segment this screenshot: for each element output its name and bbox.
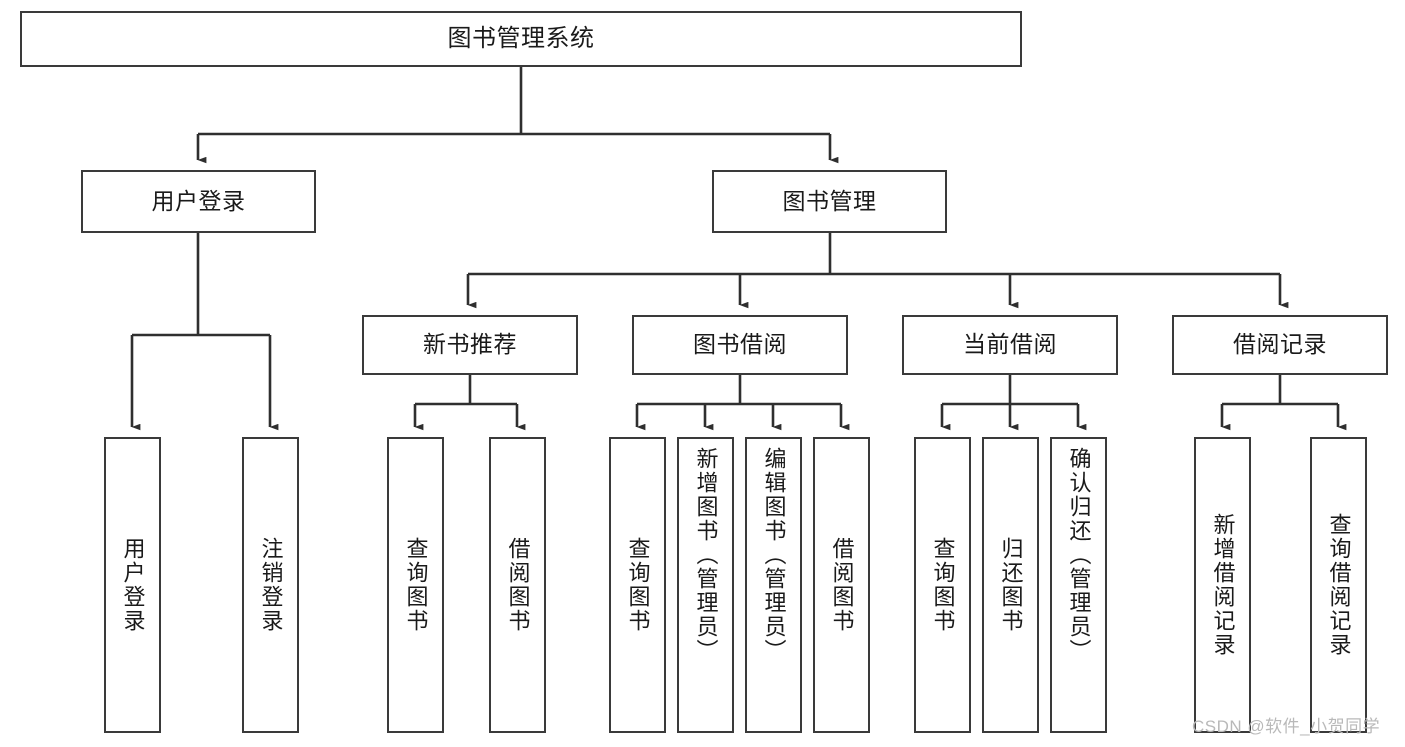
node-label-book-borrow: 图书借阅 (693, 331, 787, 358)
node-book-borrow[interactable]: 图书借阅 (632, 315, 848, 375)
node-new-book-recommend[interactable]: 新书推荐 (362, 315, 578, 375)
node-leaf-borrow-book-1[interactable]: 借阅图书 (489, 437, 546, 733)
node-leaf-add-record[interactable]: 新增借阅记录 (1194, 437, 1251, 733)
node-label-root: 图书管理系统 (447, 24, 595, 52)
node-leaf-borrow-book-2[interactable]: 借阅图书 (813, 437, 870, 733)
node-label-current-borrow: 当前借阅 (963, 331, 1057, 358)
node-label-leaf-add-book: 新增图书（管理员） (693, 447, 719, 663)
watermark-csdn: CSDN @软件_小贺同学 (1192, 717, 1381, 736)
node-current-borrow[interactable]: 当前借阅 (902, 315, 1118, 375)
node-label-leaf-query-book-2: 查询图书 (625, 537, 651, 633)
node-leaf-confirm-return[interactable]: 确认归还（管理员） (1050, 437, 1107, 733)
node-leaf-edit-book[interactable]: 编辑图书（管理员） (745, 437, 802, 733)
node-leaf-user-logout[interactable]: 注销登录 (242, 437, 299, 733)
node-label-leaf-add-record: 新增借阅记录 (1210, 513, 1236, 657)
node-leaf-return-book[interactable]: 归还图书 (982, 437, 1039, 733)
node-leaf-query-record[interactable]: 查询借阅记录 (1310, 437, 1367, 733)
node-borrow-record[interactable]: 借阅记录 (1172, 315, 1388, 375)
node-book-manage[interactable]: 图书管理 (712, 170, 947, 233)
node-user-login[interactable]: 用户登录 (81, 170, 316, 233)
node-leaf-add-book[interactable]: 新增图书（管理员） (677, 437, 734, 733)
node-label-user-login: 用户登录 (151, 187, 246, 214)
node-label-leaf-user-login: 用户登录 (120, 537, 146, 633)
node-label-leaf-borrow-book-1: 借阅图书 (505, 537, 531, 633)
node-leaf-query-book-3[interactable]: 查询图书 (914, 437, 971, 733)
node-label-leaf-query-book-1: 查询图书 (403, 537, 429, 633)
node-label-leaf-query-book-3: 查询图书 (930, 537, 956, 633)
node-leaf-query-book-2[interactable]: 查询图书 (609, 437, 666, 733)
node-label-leaf-user-logout: 注销登录 (258, 537, 284, 633)
node-leaf-query-book-1[interactable]: 查询图书 (387, 437, 444, 733)
node-label-book-manage: 图书管理 (782, 187, 877, 214)
node-label-leaf-confirm-return: 确认归还（管理员） (1066, 447, 1092, 663)
node-label-leaf-borrow-book-2: 借阅图书 (829, 537, 855, 633)
node-leaf-user-login[interactable]: 用户登录 (104, 437, 161, 733)
node-label-new-book-recommend: 新书推荐 (423, 331, 517, 358)
node-label-leaf-query-record: 查询借阅记录 (1326, 513, 1352, 657)
node-label-leaf-edit-book: 编辑图书（管理员） (761, 447, 787, 663)
node-label-leaf-return-book: 归还图书 (998, 537, 1024, 633)
node-root-system[interactable]: 图书管理系统 (20, 11, 1022, 67)
node-label-borrow-record: 借阅记录 (1233, 331, 1327, 358)
